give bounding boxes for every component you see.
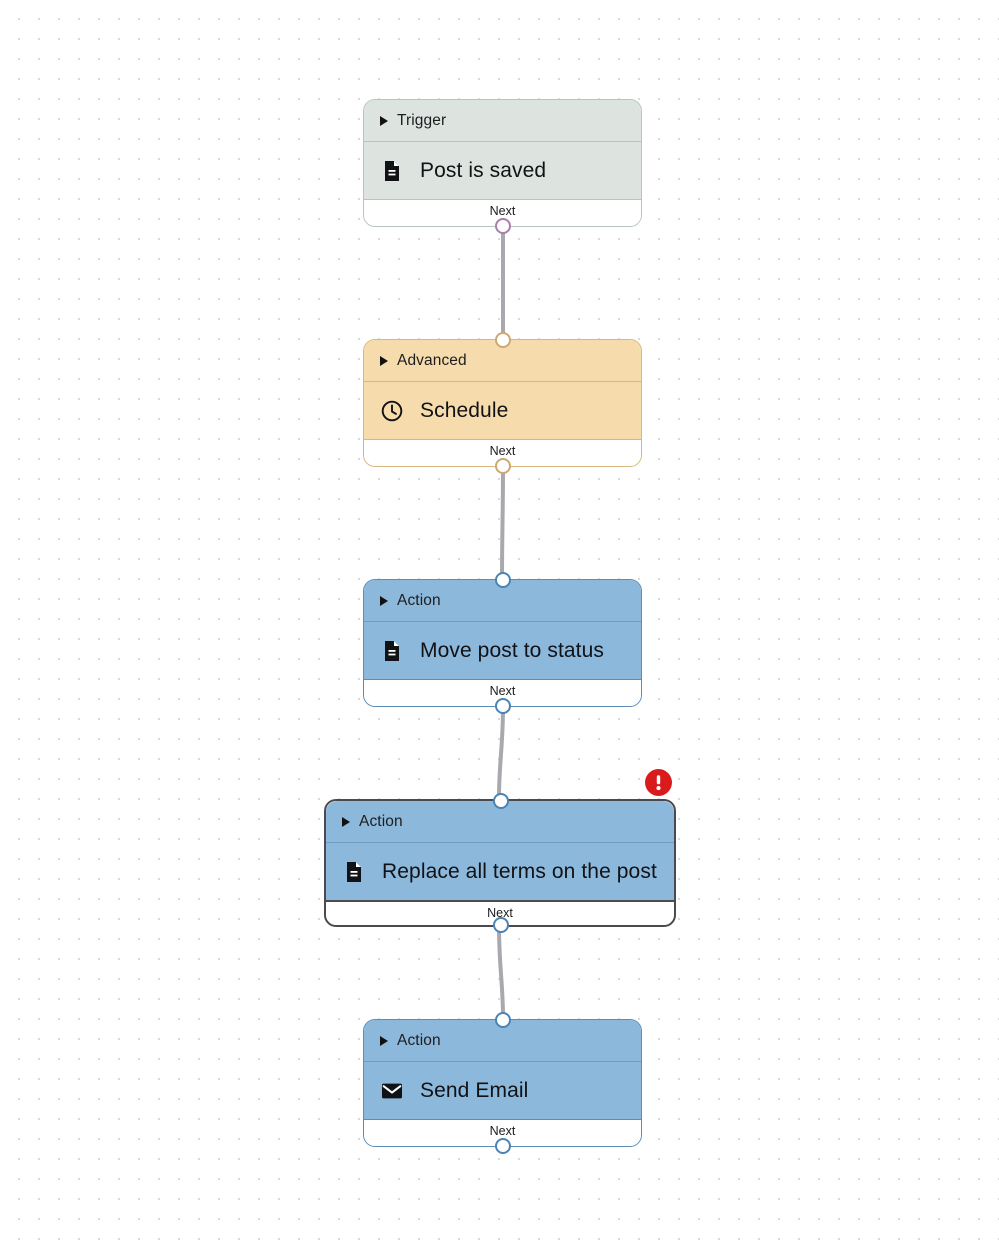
node-divider — [364, 141, 641, 142]
node-header[interactable]: Action — [364, 580, 641, 621]
node-output-port[interactable] — [494, 1138, 511, 1154]
node-header[interactable]: Advanced — [364, 340, 641, 381]
node-category-label: Trigger — [397, 111, 447, 129]
envelope-icon — [382, 1083, 402, 1098]
workflow-node-trigger[interactable]: Trigger Post is saved Next — [363, 99, 642, 234]
collapse-caret-icon[interactable] — [342, 816, 350, 827]
collapse-caret-icon[interactable] — [380, 355, 388, 366]
node-category-label: Action — [397, 591, 441, 609]
node-divider — [364, 621, 641, 622]
node-divider — [364, 381, 641, 382]
node-output-port[interactable] — [493, 917, 509, 933]
node-divider — [326, 842, 674, 843]
document-icon — [385, 640, 399, 661]
node-divider — [364, 1061, 641, 1062]
node-input-port[interactable] — [494, 572, 511, 588]
node-category-label: Action — [397, 1031, 441, 1049]
node-next-label: Next — [489, 1124, 516, 1138]
node-title: Replace all terms on the post — [382, 859, 657, 883]
node-input-port[interactable] — [493, 793, 509, 809]
node-output-port[interactable] — [494, 458, 511, 474]
node-title: Schedule — [420, 398, 509, 422]
node-title: Move post to status — [420, 638, 604, 662]
node-title: Post is saved — [420, 158, 547, 182]
node-category-label: Advanced — [397, 351, 467, 369]
collapse-caret-icon[interactable] — [380, 595, 388, 606]
node-body[interactable]: Replace all terms on the post — [326, 843, 674, 900]
clock-icon — [381, 400, 403, 421]
edge-move-post-to-replace-terms — [497, 705, 505, 799]
node-footer[interactable]: Next — [364, 1119, 641, 1146]
edge-advanced-to-move-post — [500, 465, 505, 579]
node-body[interactable]: Schedule — [364, 382, 641, 439]
node-body[interactable]: Post is saved — [364, 142, 641, 199]
node-next-label: Next — [487, 906, 513, 920]
edge-replace-terms-to-send-email — [497, 925, 505, 1019]
node-error-badge[interactable] — [645, 769, 672, 796]
node-body[interactable]: Move post to status — [364, 622, 641, 679]
node-body[interactable]: Send Email — [364, 1062, 641, 1119]
workflow-node-action-send-email[interactable]: Action Send Email Next — [363, 1012, 642, 1154]
node-header[interactable]: Trigger — [364, 100, 641, 141]
node-output-port[interactable] — [494, 698, 511, 714]
exclamation-icon — [656, 775, 661, 791]
collapse-caret-icon[interactable] — [380, 115, 388, 126]
node-input-port[interactable] — [494, 332, 511, 348]
document-icon — [347, 861, 361, 882]
node-footer[interactable]: Next — [326, 900, 674, 925]
node-next-label: Next — [489, 204, 516, 218]
node-output-port[interactable] — [494, 218, 511, 234]
node-category-label: Action — [359, 812, 403, 830]
node-title: Send Email — [420, 1078, 529, 1102]
document-icon — [385, 160, 399, 181]
collapse-caret-icon[interactable] — [380, 1035, 388, 1046]
node-next-label: Next — [489, 444, 516, 458]
node-next-label: Next — [489, 684, 516, 698]
node-input-port[interactable] — [494, 1012, 511, 1028]
workflow-node-action-replace-terms[interactable]: Action Replace all terms on the post Nex… — [324, 793, 676, 933]
workflow-node-advanced[interactable]: Advanced Schedule Next — [363, 332, 642, 474]
workflow-node-action-move-post[interactable]: Action Move post to status Next — [363, 572, 642, 714]
